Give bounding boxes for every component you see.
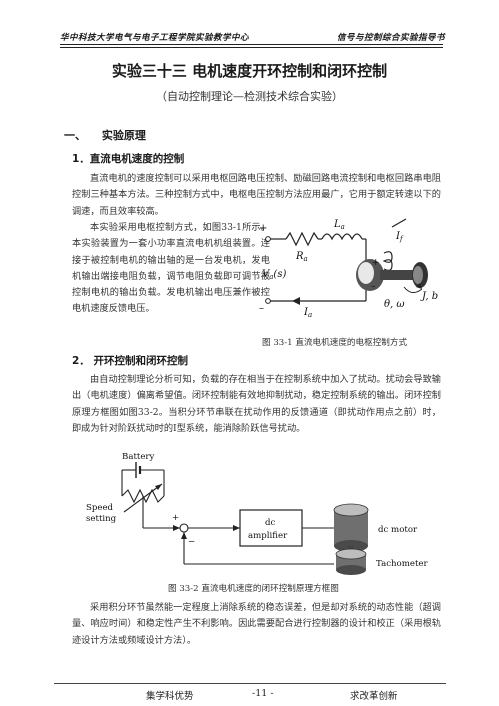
svg-text:Ra: Ra	[295, 251, 308, 263]
figure-1-caption: 图 33-1 直流电机速度的电枢控制方式	[262, 338, 408, 348]
running-header: 华中科技大学电气与电子工程学院实验教学中心 信号与控制综合实验指导书	[60, 31, 445, 43]
va-label: V	[262, 269, 271, 280]
motor-label: dc motor	[378, 525, 418, 535]
svg-text:La: La	[333, 219, 345, 231]
subsection-1-heading: 1．直流电机速度的控制	[72, 153, 185, 165]
theta-omega-label: θ, ω	[384, 299, 405, 310]
svg-text:If: If	[395, 231, 404, 243]
footer-right: 求改革创新	[350, 691, 398, 702]
la-label: L	[333, 219, 341, 230]
paragraph-4: 采用积分环节虽然能一定程度上消除系统的稳态误差，但是却对系统的动态性能（超调量、…	[72, 602, 441, 646]
paragraph-2: 本实验采用电枢控制方式，如图33-1所示。本实验装置为一套小功率直流电机机组装置…	[72, 222, 270, 315]
header-rule	[60, 44, 443, 45]
svg-text:Ia: Ia	[303, 307, 312, 319]
section-label: 实验原理	[101, 129, 146, 142]
subsection-2-heading: 2． 开环控制和闭环控制	[72, 355, 188, 367]
section-heading: 一、 实验原理	[64, 127, 146, 143]
closed-loop-block-diagram: Battery Speed setting + − dc amplifier d…	[86, 452, 428, 575]
svg-text:Va(s): Va(s)	[262, 269, 286, 281]
footer-left: 集学科优势	[146, 691, 194, 702]
page-number: -11 -	[252, 688, 274, 699]
header-left: 华中科技大学电气与电子工程学院实验教学中心	[60, 33, 250, 43]
paragraph-3: 由自动控制理论分析可知，负载的存在相当于在控制系统中加入了扰动。扰动会导致输出（…	[72, 374, 441, 434]
tachometer-label: Tachometer	[376, 559, 428, 569]
ia-label: I	[303, 307, 309, 318]
ra-label: R	[295, 251, 304, 262]
page-subtitle: （自动控制理论—检测技术综合实验）	[156, 90, 343, 103]
page-title: 实验三十三 电机速度开环控制和闭环控制	[111, 62, 388, 80]
amplifier-label-2: amplifier	[248, 531, 288, 541]
paragraph-1: 直流电机的速度控制可以采用电枢回路电压控制、励磁回路电流控制和电枢回路串电阻控制…	[72, 173, 441, 217]
minus-terminal: –	[259, 303, 264, 314]
speed-label: Speed	[86, 503, 114, 513]
sum-minus: −	[188, 537, 195, 547]
svg-text:–: –	[371, 282, 376, 292]
section-number: 一、	[64, 129, 86, 142]
armature-control-diagram: + – Ra La If Va(s) Ia θ, ω J, b + –	[259, 218, 438, 319]
header-rule-thin	[60, 47, 443, 48]
if-label: I	[395, 231, 401, 242]
footer-rule	[54, 683, 446, 684]
setting-label: setting	[86, 514, 117, 524]
svg-text:+: +	[372, 258, 380, 268]
battery-label: Battery	[122, 452, 155, 462]
amplifier-label-1: dc	[265, 518, 276, 528]
header-right: 信号与控制综合实验指导书	[336, 33, 445, 43]
figure-2-caption: 图 33-2 直流电机速度的闭环控制原理方框图	[168, 584, 339, 594]
plus-terminal: +	[259, 223, 267, 234]
jb-label: J, b	[420, 291, 438, 302]
sum-plus: +	[172, 513, 179, 523]
